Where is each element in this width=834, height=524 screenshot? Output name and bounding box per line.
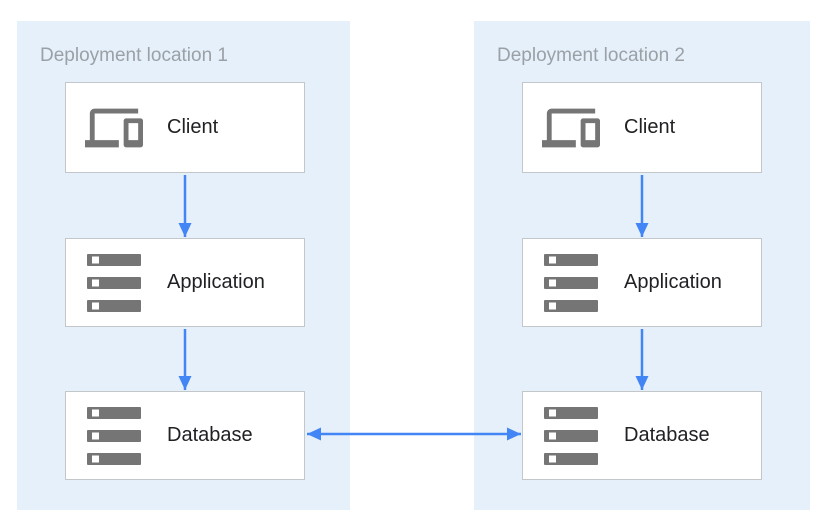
application-node-2: Application — [522, 238, 762, 327]
storage-icon — [85, 406, 143, 465]
database-node-2: Database — [522, 391, 762, 480]
application-node-1: Application — [65, 238, 305, 327]
client-node-2: Client — [522, 82, 762, 173]
node-label: Client — [624, 116, 676, 138]
devices-icon — [542, 99, 600, 157]
storage-icon — [85, 253, 143, 312]
deployment-location-2-panel: Deployment location 2 Client — [474, 21, 810, 510]
storage-icon — [542, 406, 600, 465]
node-label: Database — [624, 424, 710, 446]
node-label: Application — [167, 271, 265, 293]
panel-title: Deployment location 2 — [497, 45, 685, 66]
devices-icon — [85, 99, 143, 157]
deployment-location-1-panel: Deployment location 1 Client — [17, 21, 350, 510]
panel-title: Deployment location 1 — [40, 45, 228, 66]
node-label: Application — [624, 271, 722, 293]
client-node-1: Client — [65, 82, 305, 173]
node-label: Client — [167, 116, 219, 138]
node-label: Database — [167, 424, 253, 446]
storage-icon — [542, 253, 600, 312]
database-node-1: Database — [65, 391, 305, 480]
